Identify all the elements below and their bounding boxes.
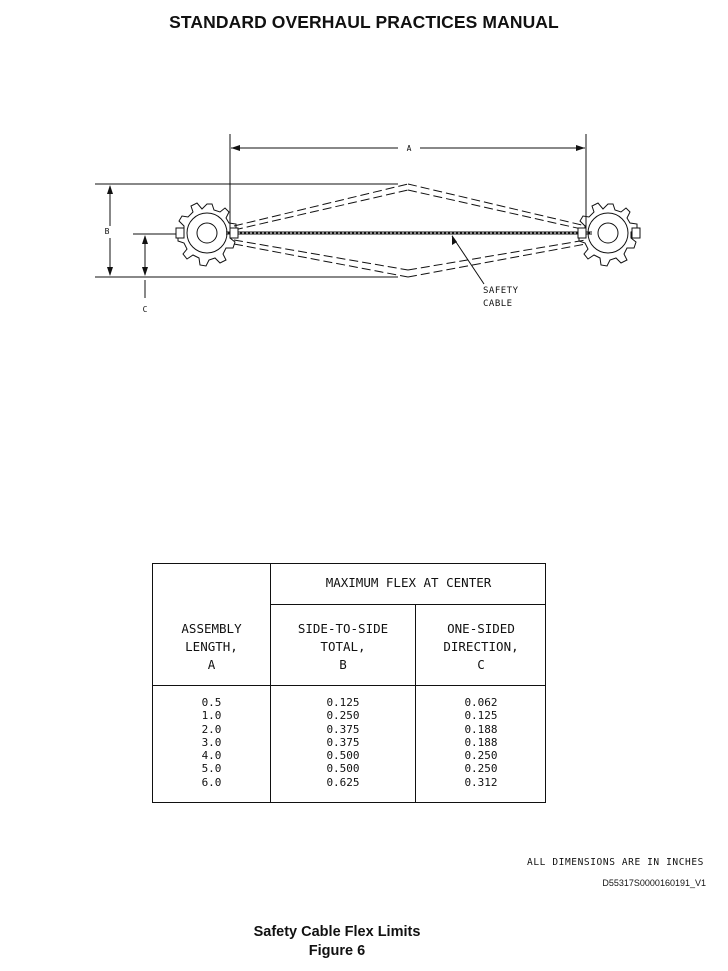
table-cell: 0.188 — [464, 735, 498, 749]
table-cell: 0.500 — [326, 749, 360, 763]
dimension-b-label: B — [105, 227, 110, 236]
left-fitting — [175, 202, 239, 267]
column-assembly-length-values: 0.5 1.0 2.0 3.0 4.0 5.0 6.0 — [153, 696, 270, 789]
group-header-max-flex: MAXIMUM FLEX AT CENTER — [325, 575, 492, 590]
column-one-sided-values: 0.062 0.125 0.188 0.188 0.250 0.250 0.31… — [416, 696, 546, 789]
table-cell: 0.5 — [201, 696, 222, 709]
table-cell: 4.0 — [201, 749, 222, 763]
column-header-assembly-length: ASSEMBLY LENGTH, A — [181, 621, 242, 672]
column-header-one-sided: ONE-SIDED DIRECTION, C — [443, 621, 519, 672]
table-cell: 0.062 — [464, 696, 498, 709]
dimensions-note: ALL DIMENSIONS ARE IN INCHES — [527, 857, 704, 868]
caption-title: Safety Cable Flex Limits — [253, 924, 421, 940]
table-cell: 0.500 — [326, 762, 360, 776]
dimension-c-label: C — [143, 305, 148, 314]
flex-envelope — [233, 183, 587, 278]
table-cell: 0.625 — [326, 775, 360, 789]
document-id: D55317S0000160191_V1 — [602, 878, 706, 888]
dimension-a-label: A — [407, 144, 412, 153]
table-cell: 0.250 — [464, 749, 498, 763]
table-cell: 0.188 — [464, 722, 498, 736]
table-cell: 0.375 — [326, 735, 360, 749]
table-cell: 3.0 — [201, 735, 222, 749]
table-cell: 0.250 — [464, 762, 498, 776]
column-side-to-side-values: 0.125 0.250 0.375 0.375 0.500 0.500 0.62… — [271, 696, 415, 789]
table-cell: 5.0 — [201, 762, 222, 776]
table-cell: 1.0 — [201, 709, 222, 723]
table-cell: 0.125 — [326, 696, 360, 709]
safety-cable-leader — [451, 235, 485, 285]
dimension-arrowheads — [107, 145, 585, 276]
figure-caption: Safety Cable Flex Limits Figure 6 — [0, 923, 674, 961]
right-fitting — [577, 202, 641, 267]
page-title: STANDARD OVERHAUL PRACTICES MANUAL — [169, 12, 559, 32]
flex-limits-table: MAXIMUM FLEX AT CENTER ASSEMBLY LENGTH, … — [152, 563, 546, 803]
table-cell: 6.0 — [201, 775, 222, 789]
column-header-side-to-side: SIDE-TO-SIDE TOTAL, B — [297, 621, 389, 672]
caption-figure-number: Figure 6 — [308, 943, 366, 959]
table-cell: 2.0 — [201, 722, 222, 736]
table-cell: 0.125 — [464, 709, 498, 723]
table-cell: 0.250 — [326, 709, 360, 723]
table-cell: 0.375 — [326, 722, 360, 736]
table-cell: 0.312 — [464, 775, 498, 789]
safety-cable-callout-line1: SAFETY — [483, 286, 519, 296]
safety-cable-callout-line2: CABLE — [483, 299, 513, 309]
